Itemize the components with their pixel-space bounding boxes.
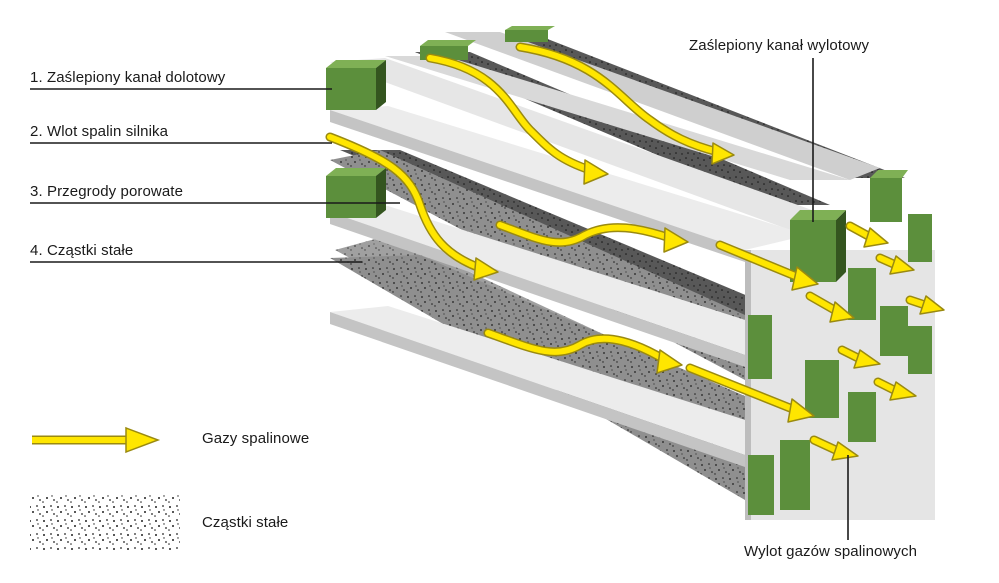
flow-path-1 bbox=[425, 53, 609, 185]
callout-porous-walls: 3. Przegrody porowate bbox=[30, 183, 184, 200]
outlet-face-grid bbox=[745, 250, 935, 520]
outlet-plug-j bbox=[748, 455, 774, 515]
back-plug-2 bbox=[505, 26, 555, 42]
flow-path-7 bbox=[685, 363, 815, 423]
legend-particles-label: Cząstki stałe bbox=[202, 514, 289, 531]
callout-blocked-outlet: Zaślepiony kanał wylotowy bbox=[689, 37, 870, 54]
flow-path-2 bbox=[515, 42, 735, 165]
outlet-plug-c bbox=[908, 214, 932, 262]
plug-blocks bbox=[326, 26, 932, 515]
outlet-arrow-5 bbox=[837, 345, 881, 369]
inlet-plug-middle bbox=[326, 168, 386, 218]
legend-particles-swatch bbox=[30, 495, 180, 550]
legend-gas-label: Gazy spalinowe bbox=[202, 430, 310, 447]
outlet-plug-e bbox=[748, 315, 772, 379]
flow-path-5 bbox=[483, 328, 683, 374]
callout-inlet-plug: 1. Zaślepiony kanał dolotowy bbox=[30, 69, 226, 86]
outlet-plug-g bbox=[880, 306, 908, 356]
outlet-arrow-6 bbox=[873, 377, 917, 401]
inlet-plug-top bbox=[326, 60, 386, 110]
callout-particles: 4. Cząstki stałe bbox=[30, 242, 134, 259]
outlet-arrow-7 bbox=[809, 435, 859, 461]
outlet-arrow-2 bbox=[845, 221, 889, 248]
outlet-arrow-1 bbox=[805, 291, 855, 323]
outlet-arrow-4 bbox=[905, 295, 945, 315]
outlet-plug-h bbox=[908, 326, 932, 374]
legend-gas-arrow bbox=[32, 426, 161, 454]
leader-lines bbox=[30, 58, 849, 540]
flow-path-3 bbox=[325, 132, 499, 281]
outlet-plug-f bbox=[805, 360, 839, 418]
outlet-plug-i bbox=[848, 392, 876, 442]
channel-walls bbox=[330, 32, 880, 467]
flow-path-4 bbox=[495, 220, 689, 253]
callout-engine-inlet: 2. Wlot spalin silnika bbox=[30, 123, 169, 140]
outlet-plug-b bbox=[870, 170, 908, 222]
gas-flow-arrows bbox=[325, 42, 945, 461]
outlet-plug-k bbox=[780, 440, 810, 510]
callout-gas-exit: Wylot gazów spalinowych bbox=[744, 543, 918, 560]
outlet-arrow-3 bbox=[875, 253, 915, 275]
outlet-plug-d bbox=[848, 268, 876, 320]
outlet-plug-a bbox=[790, 210, 846, 282]
flow-path-6 bbox=[715, 240, 819, 291]
